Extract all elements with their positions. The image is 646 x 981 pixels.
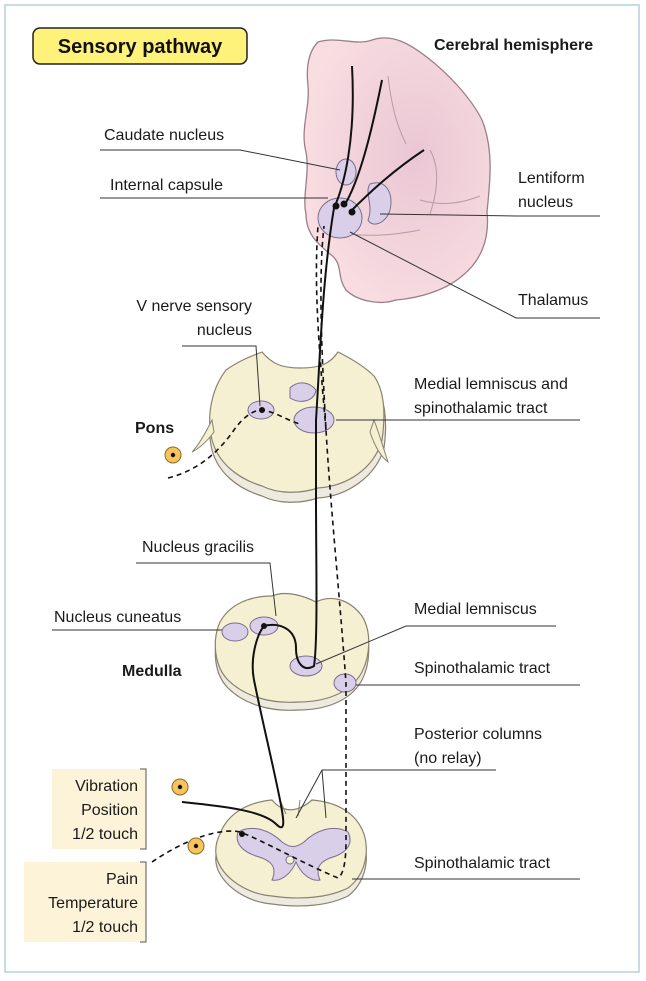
sensation-touch-1: 1/2 touch	[72, 826, 138, 843]
pons-section	[191, 351, 389, 503]
receptor-icon	[171, 778, 189, 796]
label-nucleus-gracilis: Nucleus gracilis	[142, 539, 254, 556]
receptor-icon	[164, 446, 182, 464]
label-medial-lemniscus-spino-line1: Medial lemniscus and	[414, 376, 568, 393]
spinothalamic-pathway	[151, 225, 347, 879]
label-lentiform-line2: nucleus	[518, 194, 573, 211]
sensation-vibration: Vibration	[75, 778, 138, 795]
leader-lines	[52, 149, 600, 880]
page-title: Sensory pathway	[58, 36, 223, 58]
label-v-nerve-line2: nucleus	[197, 322, 252, 339]
sensation-box-dorsal: Vibration Position 1/2 touch	[52, 768, 147, 850]
dorsal-column-pathway	[181, 65, 425, 829]
label-v-nerve-line1: V nerve sensory	[136, 298, 252, 315]
spinal-cord-section	[215, 799, 367, 907]
sensation-temperature: Temperature	[48, 895, 138, 912]
label-posterior-columns-line2: (no relay)	[414, 750, 482, 767]
label-caudate-nucleus: Caudate nucleus	[104, 127, 224, 144]
label-posterior-columns-line1: Posterior columns	[414, 726, 542, 743]
receptors	[164, 446, 205, 855]
title-box: Sensory pathway	[32, 27, 248, 65]
labels: Cerebral hemisphere Caudate nucleus Inte…	[54, 37, 593, 872]
synapses	[239, 200, 356, 837]
sensation-pain: Pain	[106, 871, 138, 888]
label-medial-lemniscus: Medial lemniscus	[414, 601, 537, 618]
label-spinothalamic-medulla: Spinothalamic tract	[414, 660, 551, 677]
receptor-icon	[187, 837, 205, 855]
label-thalamus: Thalamus	[518, 292, 588, 309]
label-lentiform-line1: Lentiform	[518, 170, 585, 187]
label-cerebral-hemisphere: Cerebral hemisphere	[434, 37, 593, 54]
sensation-position: Position	[81, 802, 138, 819]
sensation-box-spinothalamic: Pain Temperature 1/2 touch	[24, 861, 147, 943]
label-pons: Pons	[135, 420, 174, 437]
label-medial-lemniscus-spino-line2: spinothalamic tract	[414, 400, 548, 417]
label-nucleus-cuneatus: Nucleus cuneatus	[54, 609, 181, 626]
label-spinothalamic-cord: Spinothalamic tract	[414, 855, 551, 872]
sensation-touch-2: 1/2 touch	[72, 919, 138, 936]
label-medulla: Medulla	[122, 663, 182, 680]
label-internal-capsule: Internal capsule	[110, 177, 223, 194]
